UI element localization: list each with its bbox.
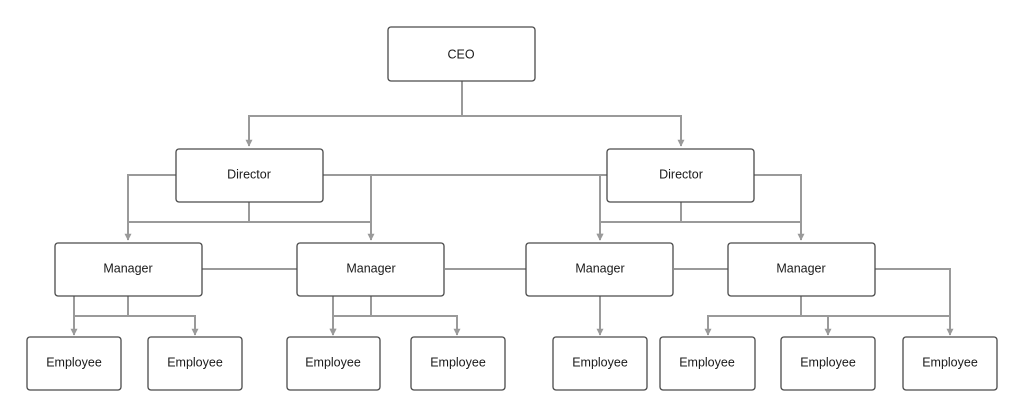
node-employee-1-label: Employee (46, 355, 102, 369)
node-employee-2[interactable]: Employee (147, 336, 243, 391)
node-employee-5-label: Employee (572, 355, 628, 369)
node-employee-8[interactable]: Employee (902, 336, 998, 391)
connector-director1-manager-3 (127, 174, 176, 240)
node-manager-2-box (296, 242, 445, 297)
connector-director2-cross (370, 174, 607, 240)
node-employee-3-box (286, 336, 381, 391)
node-ceo-box (387, 26, 536, 82)
node-employee-4-label: Employee (430, 355, 486, 369)
node-employee-1-box (26, 336, 122, 391)
node-employee-8-box (902, 336, 998, 391)
node-employee-7-label: Employee (800, 355, 856, 369)
node-manager-1-box (54, 242, 203, 297)
node-employee-1[interactable]: Employee (26, 336, 122, 391)
connector-manager4-cross (875, 268, 951, 335)
connector-director1-manager-4 (323, 174, 372, 240)
node-employee-3-label: Employee (305, 355, 361, 369)
connector-director2-manager-3 (754, 174, 802, 240)
connector-ceo-director-2 (462, 115, 685, 147)
node-manager-3[interactable]: Manager (525, 242, 674, 297)
connector-director1-cross (323, 174, 604, 241)
node-director-1-label: Director (227, 167, 271, 181)
connector-manager1-employee-2 (128, 315, 199, 336)
connector-director1-manager-2 (249, 221, 375, 241)
node-director-2[interactable]: Director (606, 148, 755, 203)
node-employee-6[interactable]: Employee (659, 336, 756, 391)
node-manager-1-label: Manager (103, 261, 152, 275)
node-employee-3[interactable]: Employee (286, 336, 381, 391)
connector-director2-manager-1 (596, 202, 682, 241)
connector-manager2-employee-1 (329, 296, 372, 336)
node-manager-4-label: Manager (776, 261, 825, 275)
node-ceo-label: CEO (447, 47, 474, 61)
node-director-2-label: Director (659, 167, 703, 181)
node-manager-3-box (525, 242, 674, 297)
node-employee-6-label: Employee (679, 355, 735, 369)
node-employee-7[interactable]: Employee (780, 336, 876, 391)
node-manager-4-box (727, 242, 876, 297)
connector-manager2-employee-2 (371, 315, 461, 336)
node-director-2-box (606, 148, 755, 203)
connector-manager4-employee-3 (828, 315, 954, 336)
connector-director2-manager-2 (681, 221, 805, 241)
node-employee-5-box (552, 336, 648, 391)
connector-manager4-employee-1 (704, 296, 802, 336)
node-employee-6-box (659, 336, 756, 391)
node-employee-2-label: Employee (167, 355, 223, 369)
node-employee-4[interactable]: Employee (410, 336, 506, 391)
node-manager-2[interactable]: Manager (296, 242, 445, 297)
connector-ceo-director-1 (245, 81, 463, 147)
node-director-1-box (175, 148, 324, 203)
connector-manager1-cross (73, 268, 337, 336)
node-manager-3-label: Manager (575, 261, 624, 275)
node-employee-4-box (410, 336, 506, 391)
connector-manager4-employee-2 (801, 315, 832, 336)
node-manager-1[interactable]: Manager (54, 242, 203, 297)
node-employee-2-box (147, 336, 243, 391)
connector-manager1-employee-1 (70, 296, 129, 336)
node-manager-2-label: Manager (346, 261, 395, 275)
connector-director1-manager-1 (124, 202, 250, 241)
node-director-1[interactable]: Director (175, 148, 324, 203)
node-ceo[interactable]: CEO (387, 26, 536, 82)
node-employee-8-label: Employee (922, 355, 978, 369)
node-employee-7-box (780, 336, 876, 391)
node-employee-5[interactable]: Employee (552, 336, 648, 391)
node-manager-4[interactable]: Manager (727, 242, 876, 297)
connectors (70, 81, 954, 336)
